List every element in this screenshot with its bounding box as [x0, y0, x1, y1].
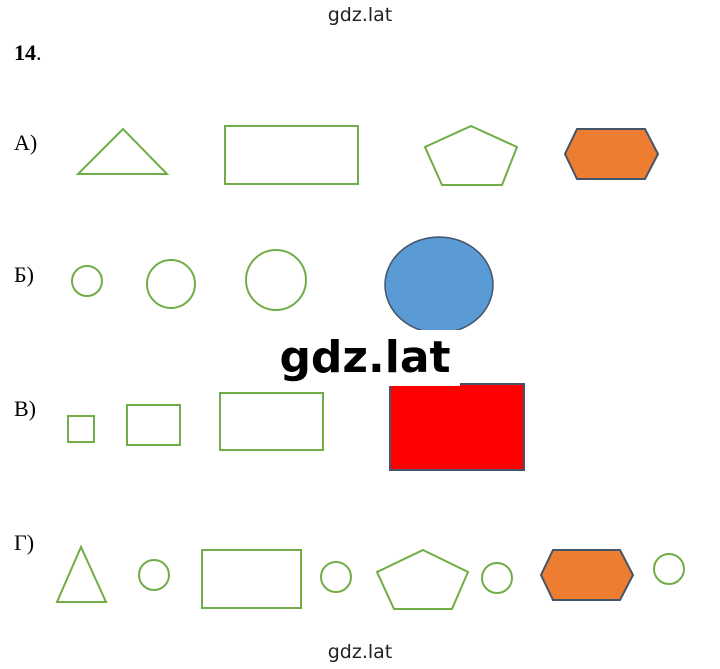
- row-label-a: А): [14, 130, 38, 155]
- circle-shape: [653, 553, 685, 585]
- watermark-bottom: gdz.lat: [327, 641, 393, 663]
- task-number: 14.: [14, 40, 42, 66]
- row-label-b: Б): [14, 262, 34, 287]
- watermark-center: gdz.lat: [270, 330, 460, 386]
- triangle-shape: [55, 544, 108, 603]
- rectangle-shape: [224, 125, 359, 185]
- circle-shape: [481, 562, 513, 594]
- rectangle-small: [126, 404, 181, 446]
- row-g-shapes: [55, 544, 685, 610]
- row-v-shapes: [67, 383, 525, 471]
- circle-large: [245, 249, 307, 311]
- row-a-shapes: [75, 124, 660, 186]
- circle-shape: [320, 561, 352, 593]
- triangle-shape: [75, 127, 170, 175]
- circle-shape: [138, 559, 170, 591]
- rectangle-red: [389, 383, 525, 471]
- pentagon-shape: [375, 548, 470, 610]
- circle-small: [71, 265, 103, 297]
- rectangle-medium: [219, 392, 324, 451]
- row-label-v: В): [14, 396, 36, 421]
- task-number-punct: .: [36, 40, 42, 65]
- row-b-shapes: [71, 236, 494, 334]
- square-small: [67, 415, 95, 443]
- watermark-top: gdz.lat: [327, 4, 393, 26]
- hexagon-shape-orange: [539, 549, 635, 601]
- hexagon-shape-orange: [563, 128, 660, 180]
- row-label-g: Г): [14, 530, 35, 555]
- task-number-value: 14: [14, 40, 36, 65]
- pentagon-shape: [423, 124, 519, 186]
- ellipse-blue: [384, 236, 494, 334]
- circle-medium: [146, 259, 196, 309]
- rectangle-shape: [201, 549, 302, 609]
